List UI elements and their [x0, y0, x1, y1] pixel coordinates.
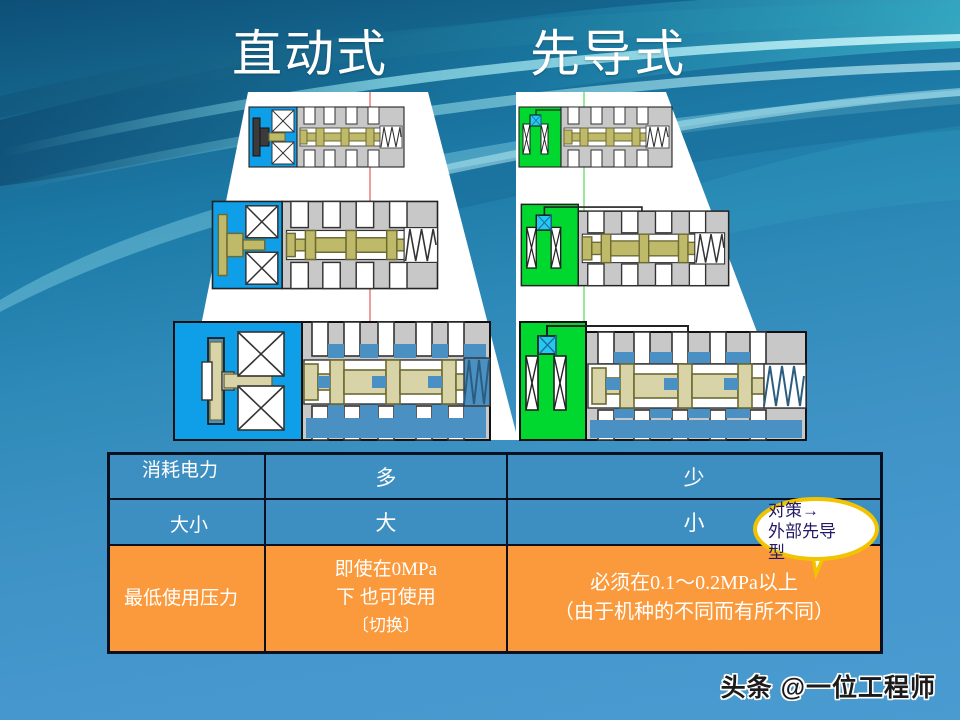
direct-acting-valve-medium	[211, 200, 439, 290]
pilot-pressure-line-1: 必须在0.1～0.2MPa以上	[590, 572, 798, 595]
callout-line-3: 型	[768, 543, 785, 562]
direct-acting-valve-small	[248, 106, 405, 168]
row-label-minimum-operating-pressure: 最低使用压力	[107, 543, 266, 654]
callout-balloon-shape	[753, 497, 879, 580]
direct-acting-valve-panel	[170, 92, 520, 444]
title-pilot-operated: 先导式	[530, 26, 686, 82]
row-label-power-consumption: 消耗电力	[107, 452, 266, 501]
row-label-size: 大小	[107, 498, 266, 546]
comparison-table: 消耗电力 多 少 大小 大 小 最低使用压力 即使在0MPa 下 也可使用 〔切…	[107, 452, 883, 654]
cell-direct-size: 大	[263, 498, 509, 546]
direct-pressure-line-1: 即使在0MPa	[334, 559, 438, 581]
callout-line-1: 对策→	[768, 501, 819, 520]
pilot-operated-valve-medium	[520, 203, 730, 287]
callout-text-block: 对策→ 外部先导 型	[768, 500, 872, 563]
countermeasure-callout: 对策→ 外部先导 型	[752, 496, 880, 580]
cell-pilot-power: 少	[506, 452, 883, 501]
pilot-operated-valve-small	[518, 106, 673, 168]
pilot-operated-valve-large	[519, 321, 807, 441]
pilot-pressure-line-2: （由于机种的不同而有所不同）	[554, 601, 834, 624]
table-row-power-consumption: 消耗电力 多 少	[107, 452, 883, 501]
table-row-minimum-operating-pressure: 最低使用压力 即使在0MPa 下 也可使用 〔切换〕 必须在0.1～0.2MPa…	[107, 543, 883, 654]
pilot-operated-valve-panel	[498, 92, 810, 444]
direct-pressure-line-2: 下 也可使用	[335, 587, 436, 609]
direct-pressure-line-3: 〔切换〕	[351, 616, 420, 636]
title-direct-acting: 直动式	[232, 26, 388, 82]
watermark: 头条 @一位工程师	[720, 674, 936, 702]
direct-acting-valve-large	[173, 321, 491, 441]
callout-line-2: 外部先导	[768, 522, 836, 541]
cell-direct-minimum-pressure: 即使在0MPa 下 也可使用 〔切换〕	[263, 543, 509, 654]
cell-direct-power: 多	[263, 452, 509, 501]
